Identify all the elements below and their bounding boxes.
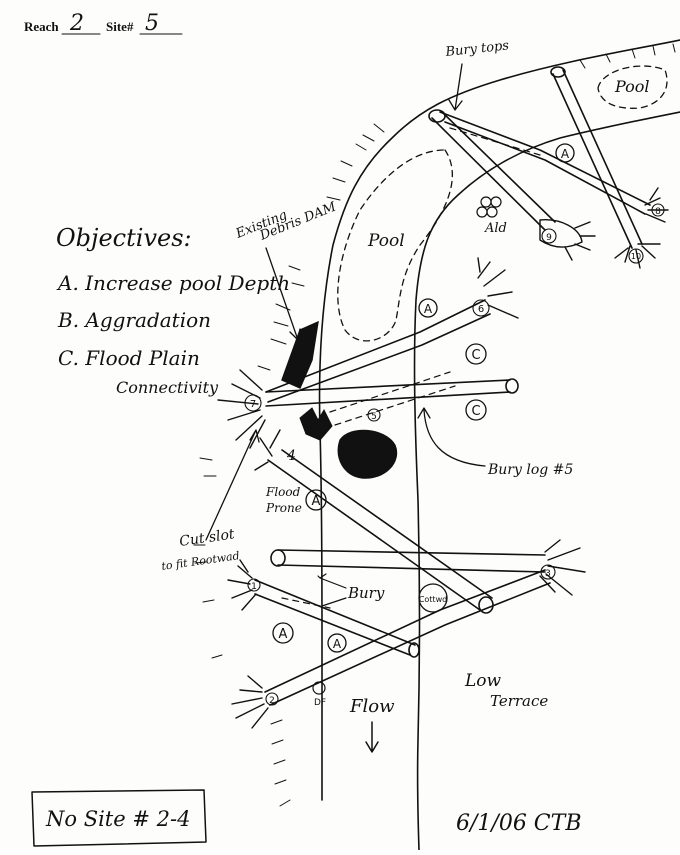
marker-a-lower-left: A bbox=[272, 622, 294, 644]
svg-text:9: 9 bbox=[546, 233, 552, 243]
objective-b: B. Aggradation bbox=[57, 308, 211, 332]
bury-log-label: Bury log #5 bbox=[487, 462, 573, 478]
log-6 bbox=[265, 299, 491, 403]
svg-text:A: A bbox=[424, 302, 433, 316]
svg-text:C: C bbox=[471, 348, 480, 363]
svg-text:2: 2 bbox=[269, 696, 275, 706]
alder-label: Ald bbox=[484, 221, 507, 236]
log-9 bbox=[439, 111, 651, 215]
log-7 bbox=[265, 378, 519, 407]
rootwad-1 bbox=[227, 559, 257, 611]
objective-a: A. Increase pool Depth bbox=[56, 271, 290, 295]
marker-a-top: A bbox=[555, 143, 575, 163]
log-bury-top-left bbox=[428, 109, 556, 231]
flood-prone-label-2: Prone bbox=[265, 501, 302, 515]
objectives-list: Objectives: A. Increase pool Depth B. Ag… bbox=[56, 224, 290, 397]
alder-cluster bbox=[476, 196, 502, 218]
site-label: Site# bbox=[106, 19, 134, 34]
log-tag-10: 10 bbox=[628, 248, 644, 264]
rootwad-7 bbox=[217, 369, 266, 449]
low-terrace-label-1: Low bbox=[464, 671, 502, 691]
log-5-bury bbox=[329, 371, 456, 426]
svg-text:C: C bbox=[471, 404, 480, 419]
svg-text:Cottwd: Cottwd bbox=[419, 595, 447, 604]
bury-log-arrow bbox=[417, 407, 486, 467]
marker-c-1: C bbox=[465, 343, 487, 365]
no-site-box: No Site # 2-4 bbox=[31, 789, 207, 847]
main-pool-outline bbox=[337, 149, 453, 342]
log-10 bbox=[550, 66, 643, 249]
log-tag-2: 2 bbox=[265, 692, 279, 706]
log-1 bbox=[254, 579, 420, 658]
marker-c-2: C bbox=[465, 399, 487, 421]
bury-arrows bbox=[317, 573, 347, 607]
bury-tops-label: Bury tops bbox=[444, 38, 510, 60]
svg-text:5: 5 bbox=[371, 412, 377, 422]
svg-text:8: 8 bbox=[655, 207, 661, 217]
log-tag-3: 3 bbox=[540, 564, 556, 580]
rootwad-8 bbox=[644, 187, 669, 223]
svg-text:4: 4 bbox=[286, 448, 296, 464]
svg-text:A: A bbox=[312, 494, 321, 509]
marker-a-flood: A bbox=[305, 489, 327, 511]
flow-arrow bbox=[365, 721, 379, 753]
marker-a-mid: A bbox=[418, 298, 438, 318]
douglas-fir-marker: DF bbox=[312, 681, 326, 708]
objective-c: C. Flood Plain bbox=[58, 346, 200, 370]
cottonwood-marker: Cottwd bbox=[418, 583, 448, 613]
svg-text:A: A bbox=[333, 637, 342, 651]
rootwad-10 bbox=[614, 243, 661, 269]
rootwad-9 bbox=[539, 219, 596, 261]
svg-text:DF: DF bbox=[314, 698, 326, 708]
rootwad-2 bbox=[231, 675, 269, 729]
svg-text:A: A bbox=[279, 627, 288, 642]
log-3 bbox=[270, 549, 546, 573]
svg-text:7: 7 bbox=[250, 399, 256, 410]
svg-text:10: 10 bbox=[631, 252, 641, 261]
svg-text:1: 1 bbox=[251, 582, 257, 592]
no-site-label: No Site # 2-4 bbox=[45, 807, 190, 831]
top-pool-outline bbox=[597, 65, 668, 109]
top-pool-label: Pool bbox=[614, 77, 650, 96]
bank-hatching bbox=[193, 43, 676, 807]
objective-c-continued: Connectivity bbox=[116, 378, 219, 397]
left-bank bbox=[318, 39, 680, 801]
boulder bbox=[337, 429, 398, 479]
bury-tops-arrow bbox=[448, 63, 463, 111]
bury-label: Bury bbox=[347, 584, 385, 602]
log-tag-9: 9 bbox=[541, 228, 557, 244]
log-tag-1: 1 bbox=[247, 578, 261, 592]
main-pool-label: Pool bbox=[367, 231, 405, 251]
log-tag-5: 5 bbox=[367, 408, 381, 422]
flow-label: Flow bbox=[349, 696, 395, 717]
rootwad-4 bbox=[254, 429, 281, 471]
flood-prone-label-1: Flood bbox=[265, 485, 301, 499]
log-tag-7: 7 bbox=[244, 394, 262, 412]
rootwad-3 bbox=[539, 539, 586, 596]
reach-label: Reach bbox=[24, 19, 59, 34]
log-tag-4: 4 bbox=[286, 448, 296, 464]
rootwad-6 bbox=[477, 257, 519, 319]
marker-a-lower: A bbox=[327, 633, 347, 653]
svg-text:3: 3 bbox=[545, 569, 551, 579]
log-tag-6: 6 bbox=[472, 299, 490, 317]
cut-slot-arrow bbox=[205, 429, 260, 541]
site-value: 5 bbox=[145, 11, 159, 36]
log-2 bbox=[264, 569, 551, 706]
debris-dam-arrow bbox=[265, 247, 301, 341]
objectives-title: Objectives: bbox=[56, 224, 192, 252]
log-tag-8: 8 bbox=[651, 203, 665, 217]
right-bank bbox=[413, 111, 680, 851]
svg-text:A: A bbox=[561, 147, 570, 161]
low-terrace-label-2: Terrace bbox=[490, 692, 548, 710]
cut-slot-label-2: to fit Rootwad bbox=[161, 549, 241, 573]
svg-text:6: 6 bbox=[478, 304, 484, 315]
reach-value: 2 bbox=[69, 11, 84, 36]
signature: 6/1/06 CTB bbox=[456, 811, 581, 836]
